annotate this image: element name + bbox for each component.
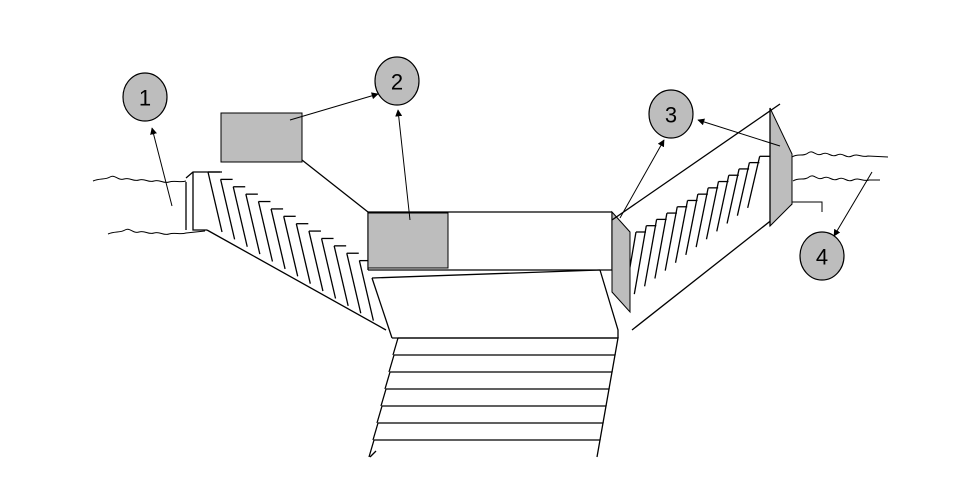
left-step-riser [257,201,274,262]
bottom-step [382,405,607,424]
bottom-step [374,439,601,458]
right-stair-flight [623,107,793,331]
arrow-box-to-callout-2 [289,92,379,121]
arrow-center-to-callout-2 [395,109,411,221]
left-upper-wave [92,175,187,183]
right-step-riser [726,168,740,224]
bottom-step-left-edge [392,337,399,356]
bottom-stair-flight [368,337,619,458]
left-step-riser [232,186,248,247]
left-step-riser [346,253,362,314]
right-wavy-walls [791,151,889,212]
bottom-step-left-edge [372,422,379,441]
right-step-riser [695,187,709,248]
left-stair-flight [185,171,387,331]
landing-side-panel [611,210,631,314]
right-lower-wave [792,175,880,182]
right-step-riser [685,194,699,256]
left-lower-wave [107,228,206,235]
right-step-riser [716,175,730,232]
right-step-riser [664,206,678,271]
bottom-step-left-edge [388,354,395,373]
bottom-step-left-edge [376,405,383,424]
center-wall-box [367,212,449,269]
callout-3: 3 [648,89,694,139]
callout-3-label: 3 [665,103,677,128]
callout-2: 2 [374,56,420,106]
left-step-riser [320,238,337,299]
bottom-step [398,337,619,356]
bottom-step [390,371,613,390]
left-wavy-walls [92,175,206,235]
bottom-step [394,354,616,373]
bottom-step-left-edge [384,371,391,390]
callout-2-label: 2 [391,70,403,95]
left-step-riser [207,171,223,233]
left-step-riser [245,194,261,255]
right-upper-wave [791,151,889,158]
left-step-riser [295,223,311,284]
arrow-to-callout-3-right [697,118,781,147]
callout-1: 1 [122,72,168,122]
left-step-riser [283,216,299,277]
callout-4: 4 [799,231,845,281]
leader-arrows [150,92,873,237]
callout-4-label: 4 [816,245,828,270]
bottom-step-end [369,450,377,458]
left-step-riser [358,260,375,321]
right-step-riser [736,162,751,216]
right-step-riser [705,181,720,240]
bottom-step [378,422,604,441]
left-step-riser [219,179,236,240]
arrow-to-callout-1 [150,127,173,207]
left-step-riser [333,245,349,306]
right-step-riser [747,156,761,208]
left-step-riser [270,208,286,270]
right-wall-return [792,201,823,212]
arrow-to-callout-3-left [619,139,665,219]
right-step-riser [674,200,689,263]
bottom-step [386,388,610,407]
left-step-riser [308,230,324,292]
right-wall-panel [769,107,793,228]
right-step-riser [633,225,647,295]
arrow-to-callout-4 [833,171,873,237]
right-step-riser [643,219,658,287]
bottom-step-left-edge [368,439,375,458]
bottom-step-left-edge [380,388,387,407]
right-step-riser [654,212,668,279]
upper-left-wall-box [220,112,303,163]
callout-1-label: 1 [139,86,151,111]
